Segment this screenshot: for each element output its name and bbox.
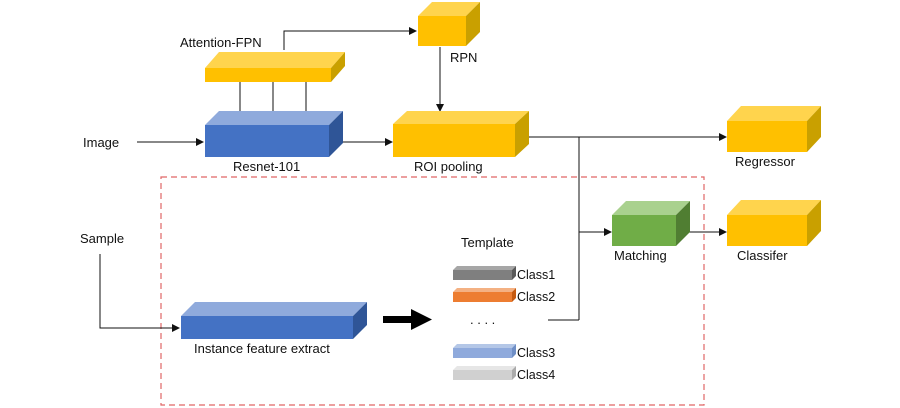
- connectors: [99, 27, 727, 332]
- attention-fpn-label: Attention-FPN: [180, 35, 262, 50]
- resnet-block: [205, 111, 343, 157]
- attention-fpn-block: [205, 52, 345, 82]
- template-label: Template: [461, 235, 514, 250]
- instance-feature-label: Instance feature extract: [194, 341, 330, 356]
- matching-label: Matching: [614, 248, 667, 263]
- rpn-label: RPN: [450, 50, 477, 65]
- template-class1-bar: [453, 266, 516, 280]
- instance-feature-block: [181, 302, 367, 339]
- resnet-label: Resnet-101: [233, 159, 300, 174]
- class4-label: Class4: [517, 368, 555, 382]
- class1-label: Class1: [517, 268, 555, 282]
- template-class3-bar: [453, 344, 516, 358]
- regressor-label: Regressor: [735, 154, 796, 169]
- roi-pooling-label: ROI pooling: [414, 159, 483, 174]
- sample-label: Sample: [80, 231, 124, 246]
- classifier-label: Classifer: [737, 248, 788, 263]
- class3-label: Class3: [517, 346, 555, 360]
- roi-pooling-block: [393, 111, 529, 157]
- classifier-block: [727, 200, 821, 246]
- rpn-block: [418, 2, 480, 46]
- class2-label: Class2: [517, 290, 555, 304]
- template-class2-bar: [453, 288, 516, 302]
- bold-arrow: [383, 309, 432, 330]
- template-class4-bar: [453, 366, 516, 380]
- image-label: Image: [83, 135, 119, 150]
- matching-block: [612, 201, 690, 246]
- ellipsis-label: . . . .: [470, 312, 495, 327]
- template-region-border: [160, 176, 705, 406]
- regressor-block: [727, 106, 821, 152]
